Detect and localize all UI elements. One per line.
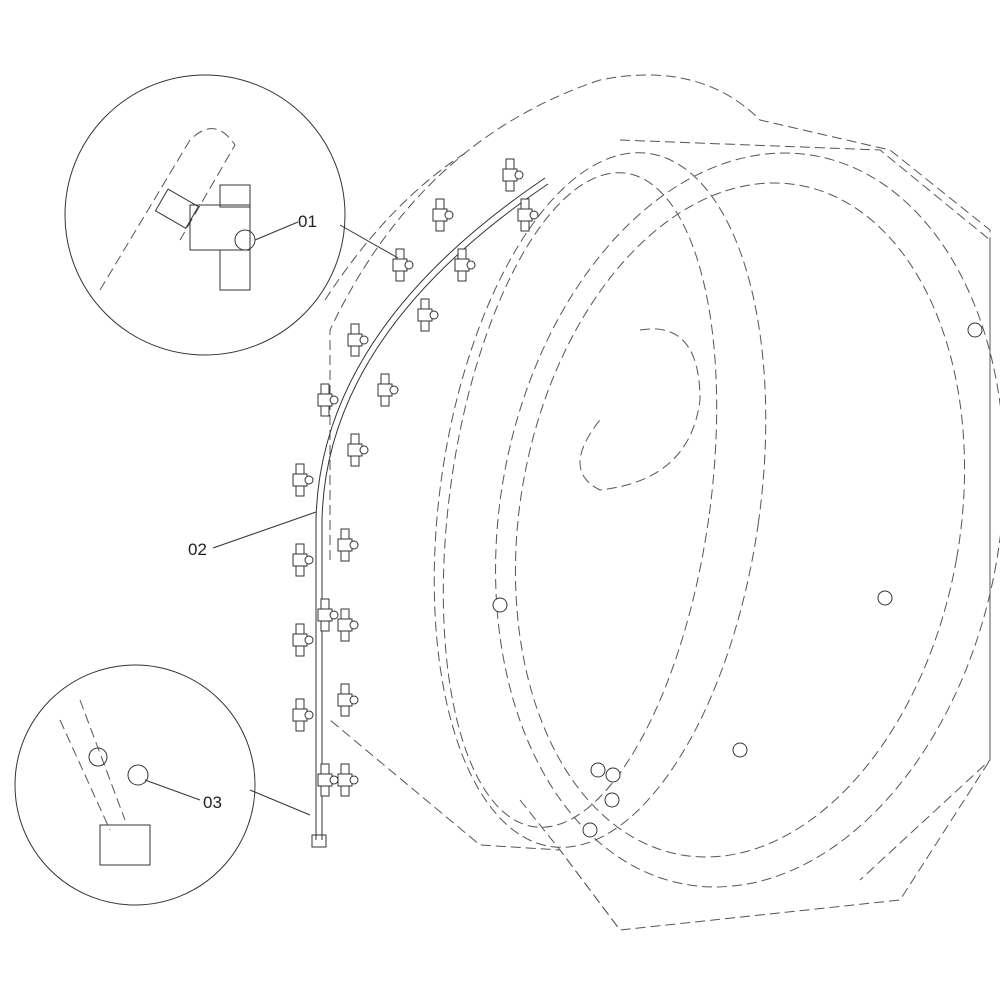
nozzle-fitting [292, 698, 314, 732]
bolt [492, 597, 508, 613]
nozzle-fitting [377, 373, 399, 407]
nozzle-fitting [337, 528, 359, 562]
bolt [732, 742, 748, 758]
bolt [590, 762, 606, 778]
nozzle-fitting [292, 623, 314, 657]
nozzle-fitting [317, 383, 339, 417]
fan-housing [324, 74, 1000, 931]
leader-lines [144, 221, 399, 816]
nozzle-fitting [317, 598, 339, 632]
nozzle-fitting [454, 248, 476, 282]
callout-label-03: 03 [203, 793, 222, 812]
nozzle-fitting [337, 608, 359, 642]
spray-pipe [311, 177, 549, 848]
nozzle-fitting [292, 543, 314, 577]
bolt [877, 590, 893, 606]
nozzle-fitting [502, 158, 524, 192]
nozzle-fitting [347, 323, 369, 357]
bolt [582, 822, 598, 838]
nozzle-fitting [417, 298, 439, 332]
nozzle-fitting [317, 763, 339, 797]
nozzle-fitting [432, 198, 454, 232]
nozzle-fitting [517, 198, 539, 232]
nozzle-fittings [292, 158, 539, 797]
nozzle-fitting [337, 683, 359, 717]
housing-bolts [492, 322, 983, 838]
nozzle-fitting [347, 433, 369, 467]
bolt [604, 792, 620, 808]
bolt [605, 767, 621, 783]
nozzle-fitting [292, 463, 314, 497]
callout-label-01: 01 [298, 212, 317, 231]
detail-circle-03 [14, 664, 256, 906]
nozzle-fitting [392, 248, 414, 282]
nozzle-fitting [337, 763, 359, 797]
bolt [967, 322, 983, 338]
callout-label-02: 02 [188, 540, 207, 559]
